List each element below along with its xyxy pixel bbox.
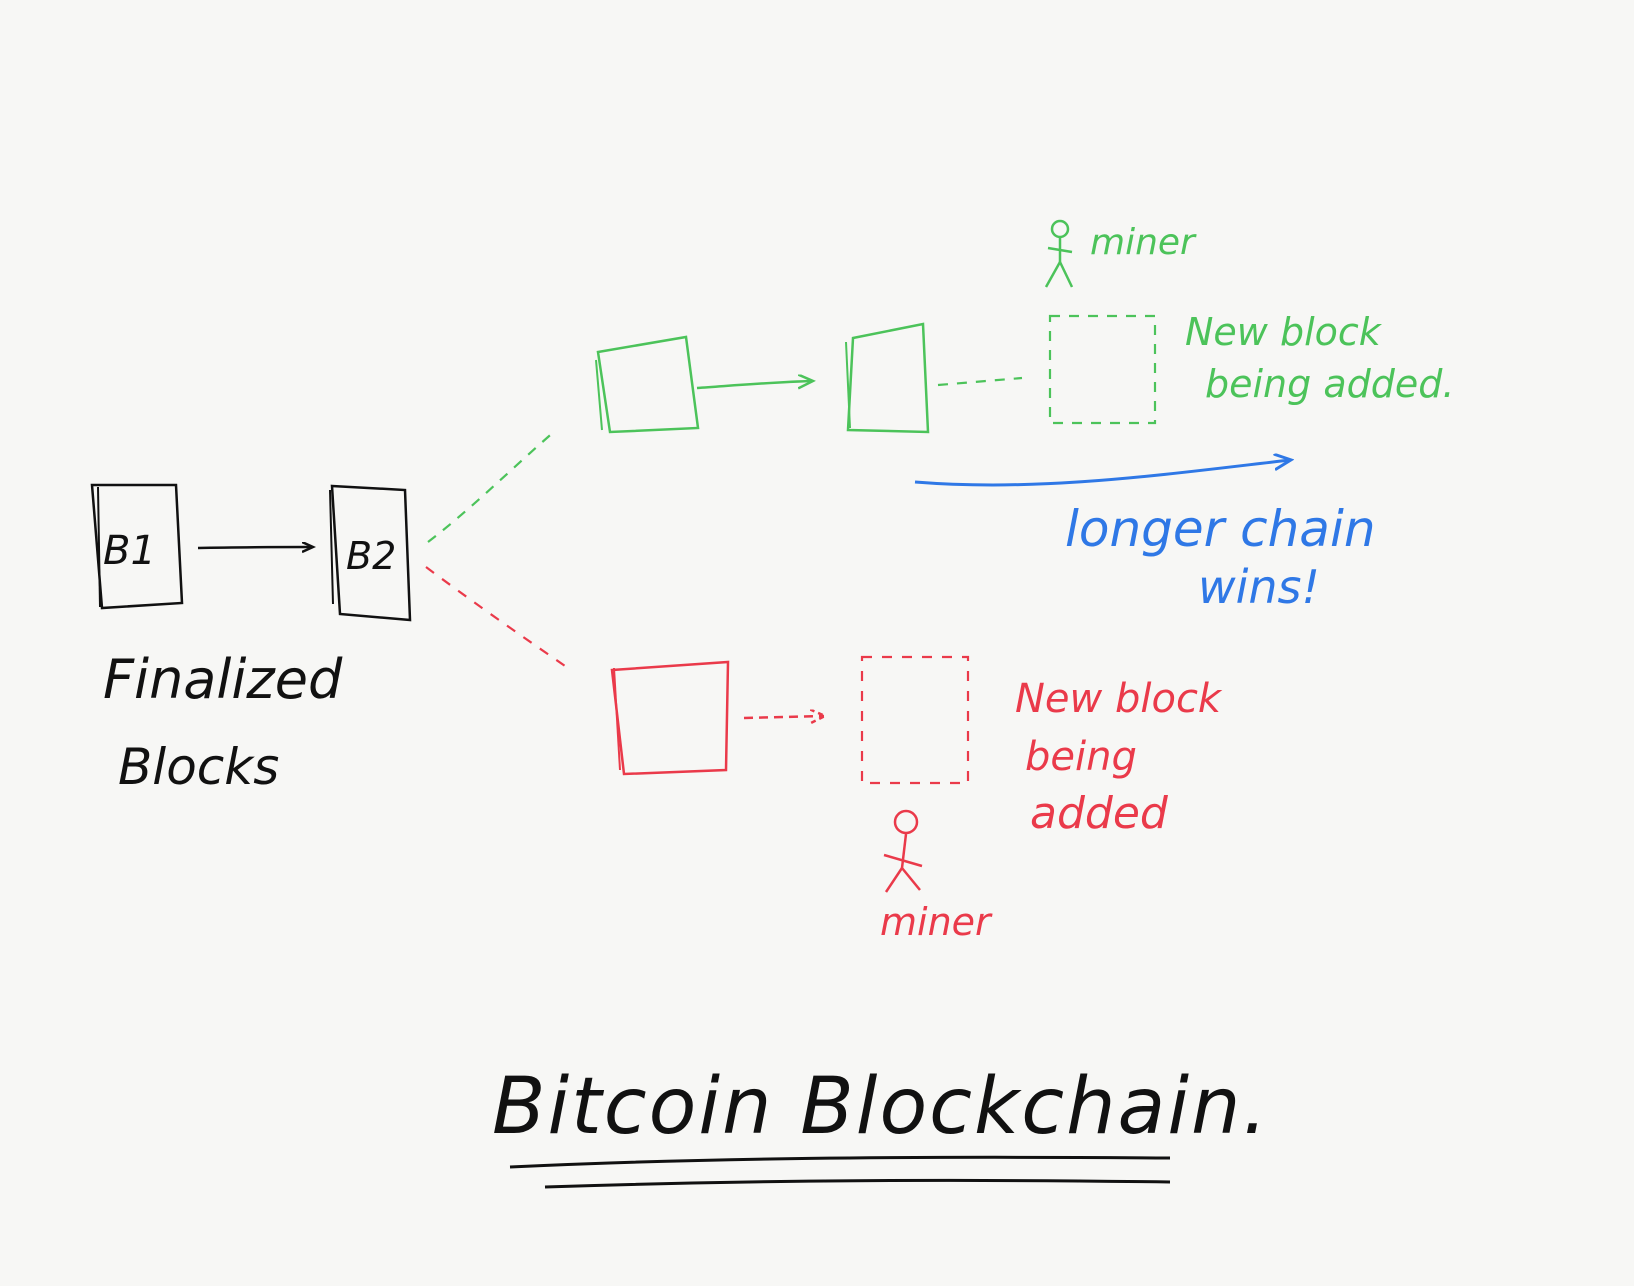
longer-chain-label-line1: longer chain xyxy=(1065,500,1376,558)
block-b1-label: B1 xyxy=(103,528,156,574)
green-new-block-label-line2: being added. xyxy=(1205,362,1455,406)
green-arrow xyxy=(696,381,812,388)
longer-chain-arrow xyxy=(914,460,1290,487)
green-dashed-link xyxy=(937,376,1023,387)
green-miner-label: miner xyxy=(1090,222,1195,263)
longer-chain-label-line2: wins! xyxy=(1198,560,1320,614)
red-new-block-dashed xyxy=(860,655,970,785)
red-new-block-label-line3: added xyxy=(1030,788,1168,839)
green-fork-connector xyxy=(427,429,557,543)
red-miner-figure xyxy=(883,809,923,893)
green-block-1 xyxy=(595,335,700,434)
title-underline xyxy=(509,1155,1171,1189)
red-block-1 xyxy=(610,660,730,776)
green-miner-figure xyxy=(1044,219,1074,288)
red-fork-connector xyxy=(425,566,569,669)
red-new-block-label-line2: being xyxy=(1025,734,1137,780)
green-new-block-dashed xyxy=(1048,314,1157,425)
red-new-block-label-line1: New block xyxy=(1015,676,1222,722)
block-b1 xyxy=(90,483,184,610)
block-b2 xyxy=(329,484,412,622)
finalized-label-line1: Finalized xyxy=(103,648,343,711)
green-block-2 xyxy=(845,322,930,434)
green-new-block-label-line1: New block xyxy=(1185,310,1381,354)
block-b2-label: B2 xyxy=(346,534,397,578)
red-miner-label: miner xyxy=(880,900,991,944)
red-dashed-arrow xyxy=(743,716,824,718)
page-title: Bitcoin Blockchain. xyxy=(492,1062,1270,1152)
finalized-label-line2: Blocks xyxy=(118,738,280,796)
arrow-b1-to-b2 xyxy=(197,547,312,548)
